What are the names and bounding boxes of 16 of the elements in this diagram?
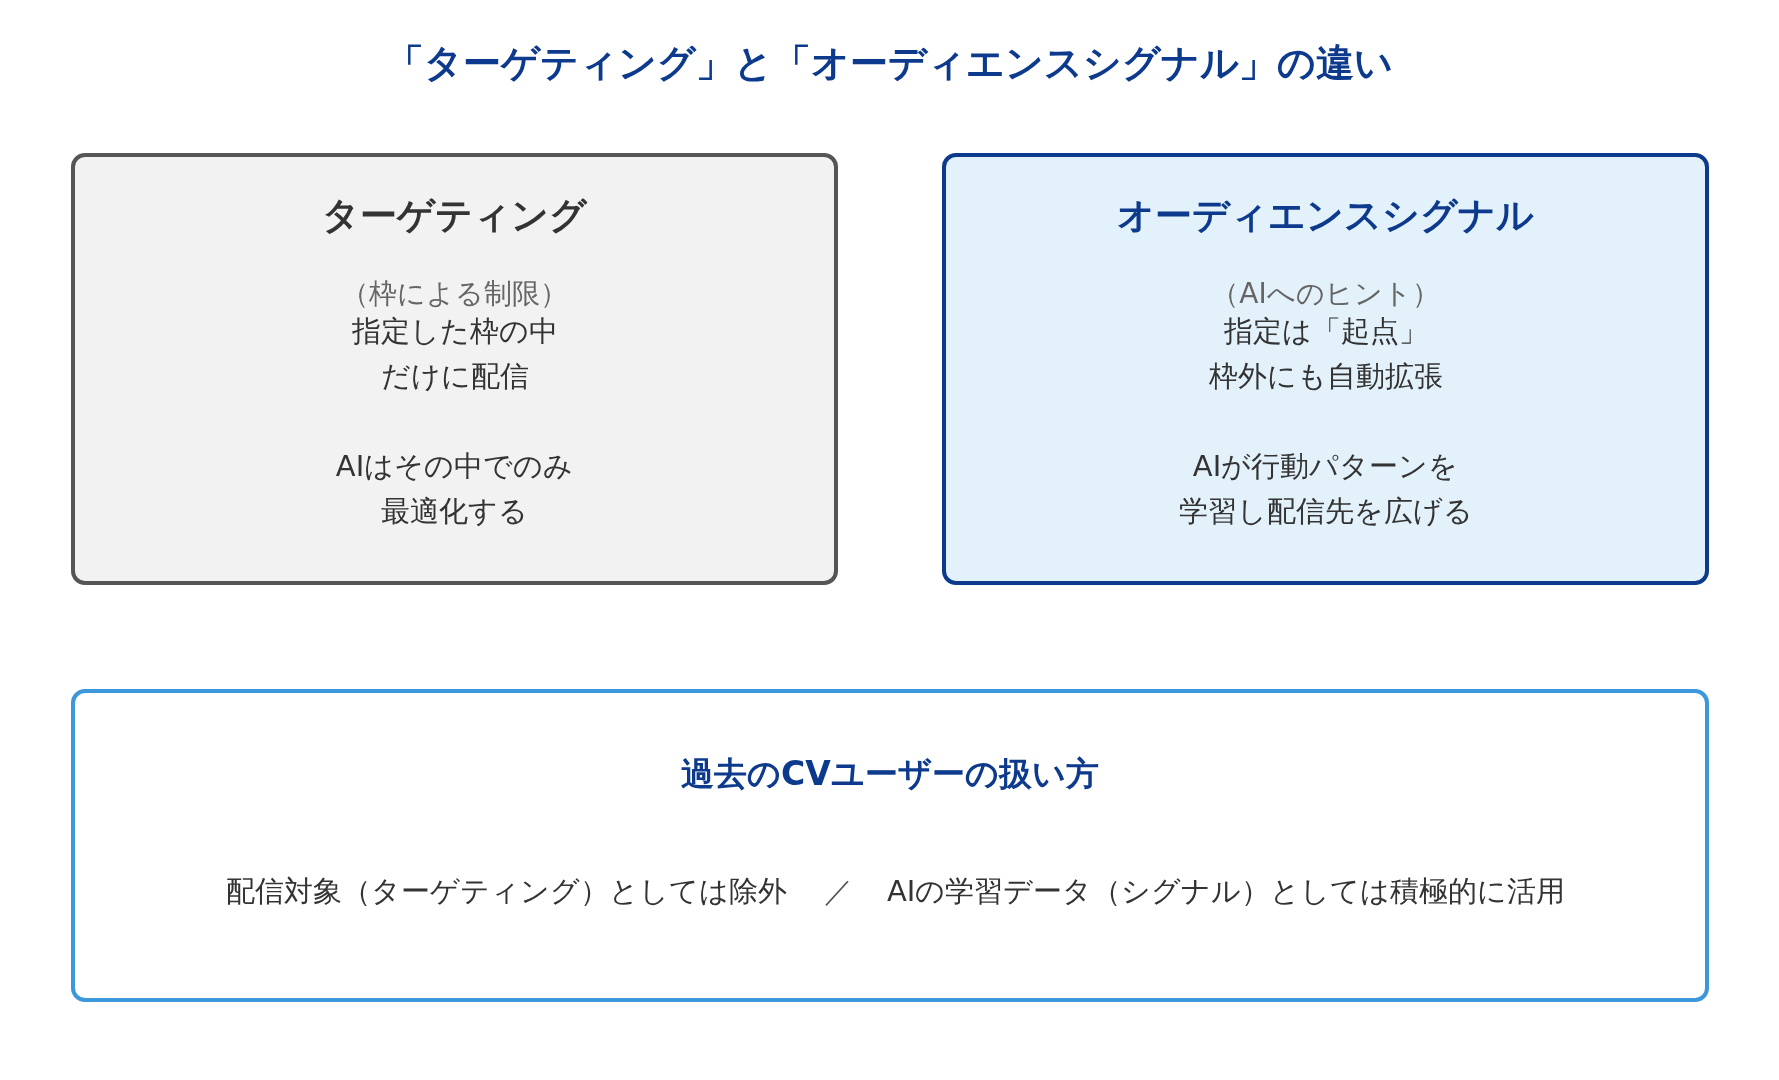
card-text: 指定した枠の中だけに配信: [351, 313, 558, 395]
card-subtitle: （AIへのヒント）: [1211, 276, 1440, 312]
card-subtitle: （枠による制限）: [341, 276, 568, 312]
card-heading: ターゲティング: [322, 193, 587, 239]
panel-text: 配信対象（ターゲティング）としては除外: [226, 873, 787, 910]
panel-heading: 過去のCVユーザーの扱い方: [681, 753, 1099, 795]
comparison-card: [71, 153, 838, 585]
title: 「ターゲティング」と「オーディエンスシグナル」の違い: [385, 40, 1394, 87]
summary-panel: [71, 689, 1709, 1002]
comparison-card: [942, 153, 1709, 585]
card-text: AIはその中でのみ最適化する: [335, 448, 574, 530]
separator: ／: [823, 873, 853, 910]
card-text: 指定は「起点」枠外にも自動拡張: [1208, 313, 1443, 395]
panel-text: AIの学習データ（シグナル）としては積極的に活用: [887, 873, 1566, 910]
card-text: AIが行動パターンを学習し配信先を広げる: [1178, 448, 1473, 530]
card-heading: オーディエンスシグナル: [1117, 193, 1534, 239]
